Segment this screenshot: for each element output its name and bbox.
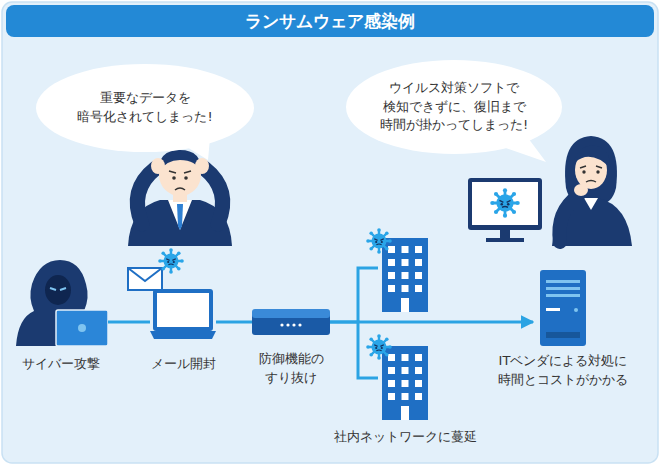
icon-shape: [540, 270, 586, 346]
office-building: [382, 238, 428, 312]
attacker-icon: サイバー攻撃: [14, 256, 108, 346]
bubble-outline: [346, 60, 562, 154]
man-hand: [151, 158, 165, 174]
bubble-outline: [36, 64, 254, 152]
virus-icon: [366, 228, 392, 254]
bubble-text: 重要なデータを 暗号化されてしまった!: [65, 89, 225, 127]
server-icon: ITベンダによる対処に 時間とコストがかかる: [540, 270, 586, 346]
man-face: [169, 171, 191, 190]
woman-hand: [574, 184, 588, 196]
woman-eye: [582, 170, 585, 173]
laptop-icon: [150, 289, 216, 339]
attacker-icon: [16, 260, 108, 346]
man-eye: [184, 176, 188, 180]
worried-man: [128, 150, 232, 246]
icon-shape: [378, 346, 432, 420]
envelope-flap: [128, 268, 162, 281]
network-branch-line: [358, 268, 378, 322]
virus-icon: [366, 334, 392, 360]
monitor-frame: [468, 178, 542, 230]
server-icon: [540, 270, 586, 346]
worried-woman: [468, 136, 632, 246]
icon-shape: [252, 309, 330, 335]
node-label: サイバー攻撃: [6, 355, 116, 374]
node-label: メール開封: [133, 355, 233, 374]
node-label: 社内ネットワークに蔓延: [315, 428, 495, 447]
speech-bubble: ウイルス対策ソフトで 検知できずに、復旧まで 時間が掛かってしまった!: [346, 60, 562, 154]
man-hand: [195, 158, 209, 174]
man-tie: [177, 204, 183, 230]
woman-bangs: [573, 146, 610, 168]
firewall-router-icon: 防御機能の すり抜け: [252, 309, 330, 335]
woman-collar: [584, 198, 598, 210]
man-arm: [137, 168, 156, 224]
monitor-screen: [472, 182, 538, 225]
network-connector: [216, 321, 252, 324]
monitor-base: [486, 238, 524, 242]
virus-icon: [158, 248, 184, 274]
title-text: ランサムウェア感染例: [0, 5, 660, 37]
node-label: 防御機能の すり抜け: [245, 350, 337, 388]
man-shirt: [168, 200, 192, 230]
icon-shape: [150, 289, 216, 341]
firewall-router-icon: [252, 309, 330, 335]
speech-bubble: 重要なデータを 暗号化されてしまった!: [36, 64, 254, 152]
network-connector: [108, 321, 150, 324]
monitor-stand: [500, 230, 510, 238]
office-building: [382, 346, 428, 420]
office-building: 社内ネットワークに蔓延: [378, 346, 432, 420]
node-label: ITベンダによる対処に 時間とコストがかかる: [488, 352, 638, 390]
woman-eye: [596, 170, 599, 173]
network-connector: [330, 321, 533, 324]
laptop-icon: メール開封: [150, 289, 216, 341]
icon-shape: [14, 256, 108, 346]
woman-arm: [559, 196, 578, 242]
man-eye: [172, 176, 176, 180]
mail-envelope: [128, 268, 162, 290]
man-arm: [204, 168, 223, 224]
bubble-shape: [36, 64, 254, 152]
bubble-text: ウイルス対策ソフトで 検知できずに、復旧まで 時間が掛かってしまった!: [370, 79, 538, 136]
man-hair: [159, 150, 201, 172]
network-connector: [330, 322, 378, 378]
woman-expression: [580, 166, 602, 182]
virus-icon: [490, 188, 520, 218]
